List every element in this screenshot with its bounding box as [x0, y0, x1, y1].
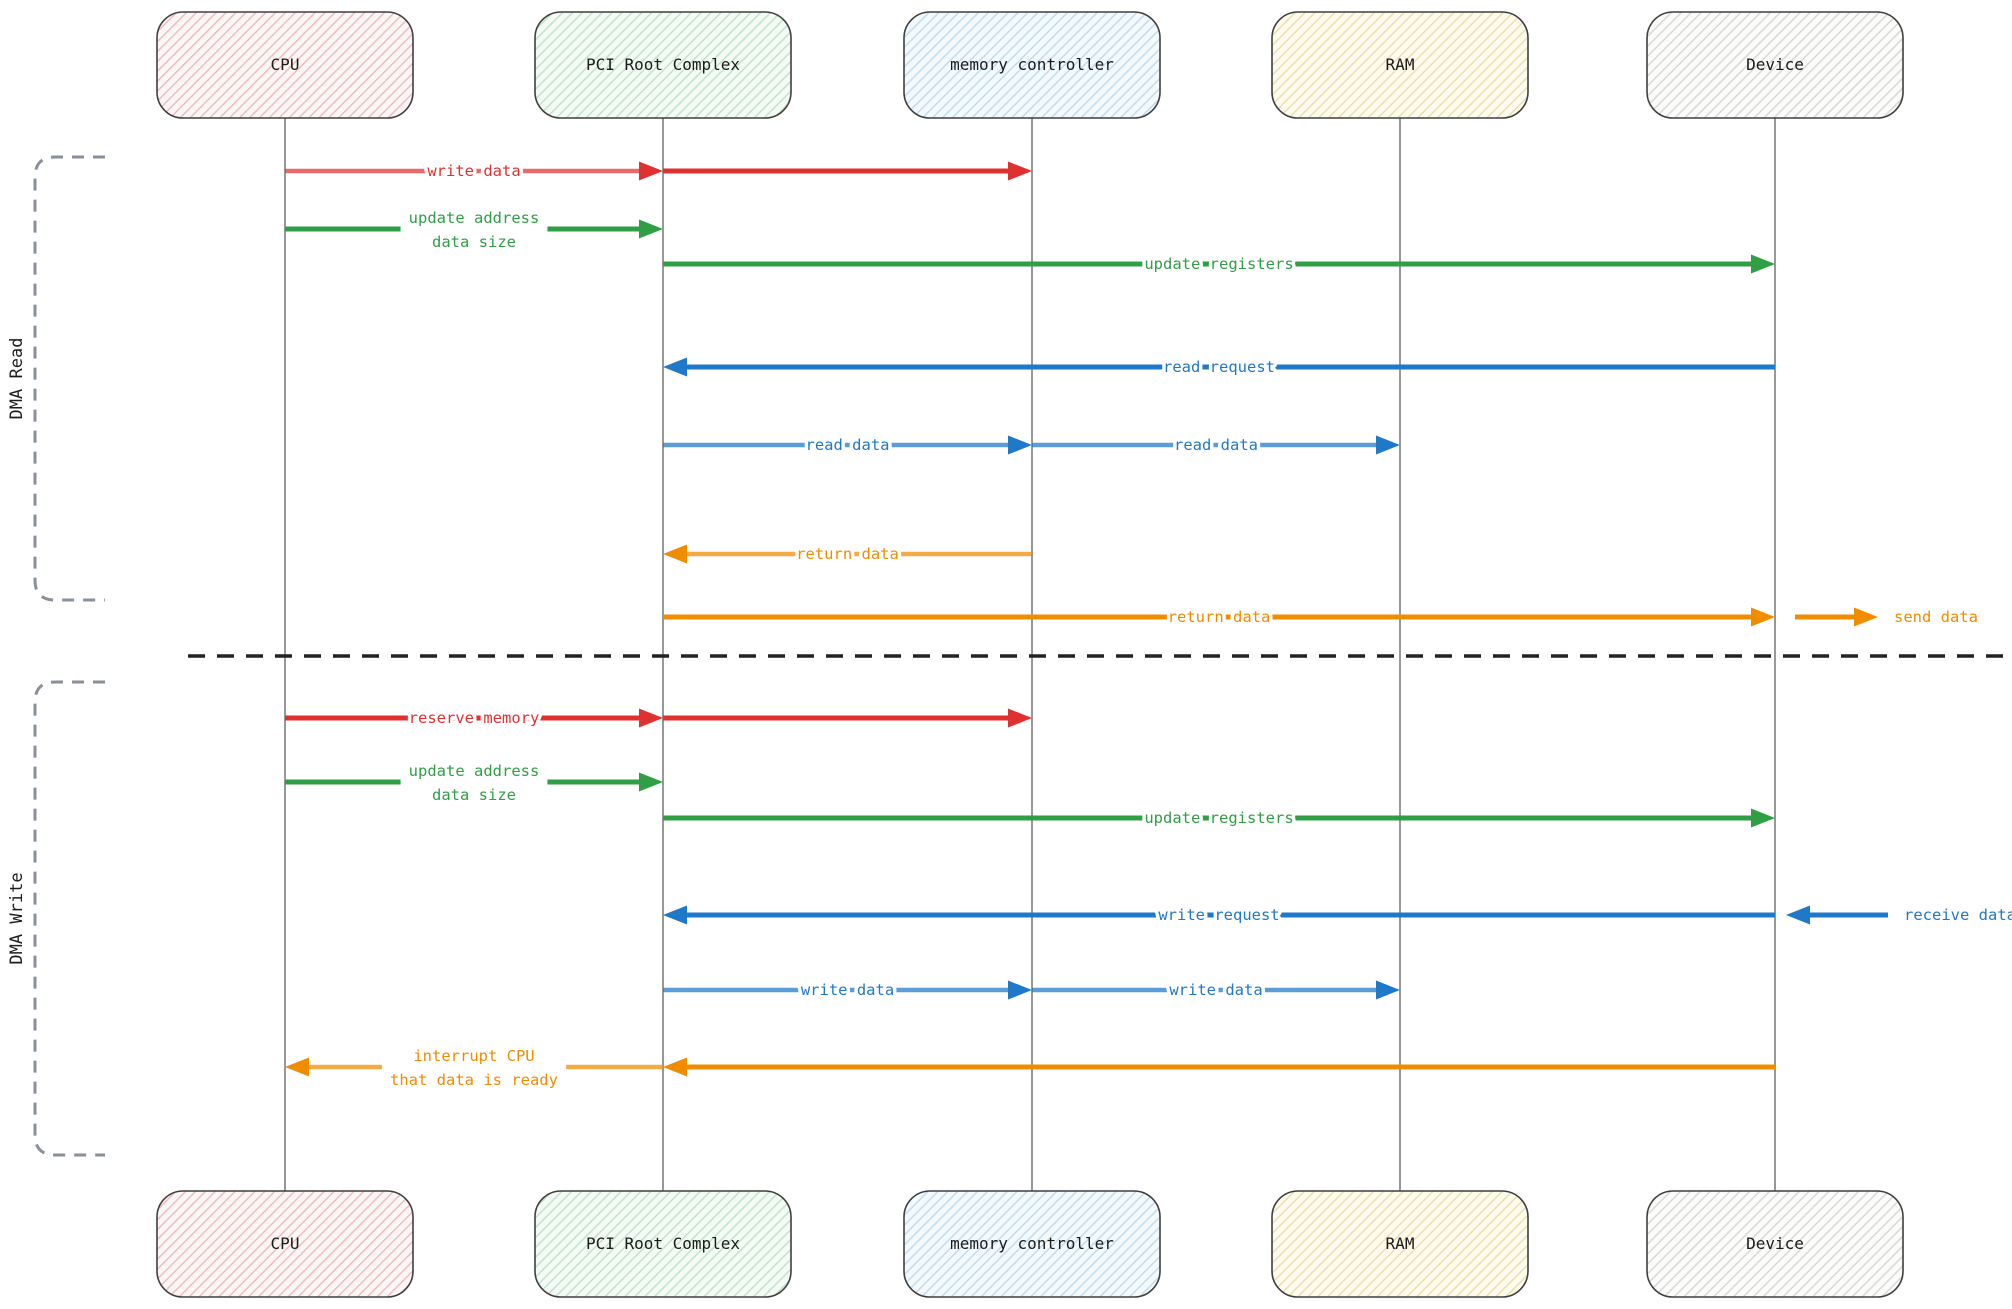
arrow-head — [1008, 708, 1032, 728]
arrow-label: data size — [432, 233, 516, 251]
arrow-head — [1854, 607, 1878, 627]
section-label-dma-read: DMA Read — [7, 338, 27, 420]
arrow-label: read request — [1163, 358, 1275, 376]
arrow-head — [639, 772, 663, 792]
arrow-head — [1008, 435, 1032, 455]
message-read-request: read request — [663, 355, 1775, 380]
external-label-send-data: send data — [1894, 608, 1978, 626]
arrow-head — [285, 1057, 309, 1077]
arrow-head — [1751, 607, 1775, 627]
external-label-receive-data: receive data — [1904, 906, 2012, 924]
actor-box-pci-root-complex-bottom — [534, 1190, 792, 1298]
arrow-head — [663, 544, 687, 564]
arrow-label-mask — [400, 207, 548, 251]
arrow-label: interrupt CPU — [413, 1047, 534, 1065]
message-update-address: update address data size — [285, 760, 663, 804]
actor-memory-controller-top: memory controller — [903, 11, 1161, 119]
actor-box-device-top — [1646, 11, 1904, 119]
arrow-label: update address — [409, 762, 540, 780]
actor-box-ram-top — [1271, 11, 1529, 119]
arrow-label-mask — [381, 1045, 567, 1089]
actor-label-pci-root-complex-top: PCI Root Complex — [586, 55, 740, 74]
actor-pci-root-complex-top: PCI Root Complex — [534, 11, 792, 119]
actor-device-top: Device — [1646, 11, 1904, 119]
arrow-head — [663, 1057, 687, 1077]
actor-memory-controller-bottom: memory controller — [903, 1190, 1161, 1298]
section-label-dma-write: DMA Write — [7, 872, 27, 964]
message-update-registers: update registers — [663, 252, 1775, 277]
arrow-head — [1376, 980, 1400, 1000]
actor-label-cpu-top: CPU — [271, 55, 300, 74]
actor-label-memory-controller-top: memory controller — [950, 55, 1114, 74]
arrow-head — [639, 219, 663, 239]
actor-box-pci-root-complex-top — [534, 11, 792, 119]
arrow-label: write data — [427, 162, 520, 180]
arrow-label: that data is ready — [390, 1071, 558, 1089]
actor-box-cpu-bottom — [156, 1190, 414, 1298]
actor-cpu-top: CPU — [156, 11, 414, 119]
message-read-data: read data read data — [663, 433, 1400, 458]
arrow-label: read data — [806, 436, 890, 454]
arrow-label: update address — [409, 209, 540, 227]
arrow-label: return data — [796, 545, 899, 563]
arrow-head — [663, 357, 687, 377]
actor-box-memory-controller-top — [903, 11, 1161, 119]
arrow-head — [1751, 808, 1775, 828]
actor-device-bottom: Device — [1646, 1190, 1904, 1298]
actor-label-memory-controller-bottom: memory controller — [950, 1234, 1114, 1253]
arrow-label: update registers — [1144, 809, 1293, 827]
actor-label-device-bottom: Device — [1746, 1234, 1804, 1253]
message-interrupt-cpu: interrupt CPU that data is ready — [285, 1045, 1775, 1089]
message-reserve-memory: reserve memory — [285, 706, 1032, 731]
message-return-data: return data send data — [663, 605, 1978, 630]
actor-box-device-bottom — [1646, 1190, 1904, 1298]
arrow-label: write data — [1169, 981, 1262, 999]
arrow-head — [1376, 435, 1400, 455]
arrow-head — [639, 161, 663, 181]
arrow-label: update registers — [1144, 255, 1293, 273]
actor-label-cpu-bottom: CPU — [271, 1234, 300, 1253]
section-bracket-dma-read — [33, 155, 105, 602]
arrow-head — [639, 708, 663, 728]
message-return-data: return data — [663, 542, 1032, 567]
message-update-address: update address data size — [285, 207, 663, 251]
arrow-head — [1786, 905, 1810, 925]
arrow-label: read data — [1174, 436, 1258, 454]
actor-label-device-top: Device — [1746, 55, 1804, 74]
actor-ram-bottom: RAM — [1271, 1190, 1529, 1298]
actor-box-memory-controller-bottom — [903, 1190, 1161, 1298]
arrow-label: return data — [1168, 608, 1271, 626]
message-update-registers: update registers — [663, 806, 1775, 831]
actor-box-cpu-top — [156, 11, 414, 119]
actor-ram-top: RAM — [1271, 11, 1529, 119]
arrow-head — [1751, 254, 1775, 274]
arrow-head — [663, 905, 687, 925]
actor-pci-root-complex-bottom: PCI Root Complex — [534, 1190, 792, 1298]
actor-label-pci-root-complex-bottom: PCI Root Complex — [586, 1234, 740, 1253]
arrow-head — [1008, 161, 1032, 181]
actor-cpu-bottom: CPU — [156, 1190, 414, 1298]
arrow-label: write request — [1158, 906, 1279, 924]
actor-label-ram-bottom: RAM — [1386, 1234, 1415, 1253]
section-bracket-dma-write — [33, 680, 105, 1157]
arrow-label: reserve memory — [409, 709, 540, 727]
arrow-label: write data — [801, 981, 894, 999]
message-write-request: write request receive data — [663, 903, 2012, 928]
message-write-data: write data — [285, 159, 1032, 184]
actor-label-ram-top: RAM — [1386, 55, 1415, 74]
arrow-head — [1008, 980, 1032, 1000]
arrow-label: data size — [432, 786, 516, 804]
actor-box-ram-bottom — [1271, 1190, 1529, 1298]
arrow-label-mask — [400, 760, 548, 804]
message-write-data: write data write data — [663, 978, 1400, 1003]
